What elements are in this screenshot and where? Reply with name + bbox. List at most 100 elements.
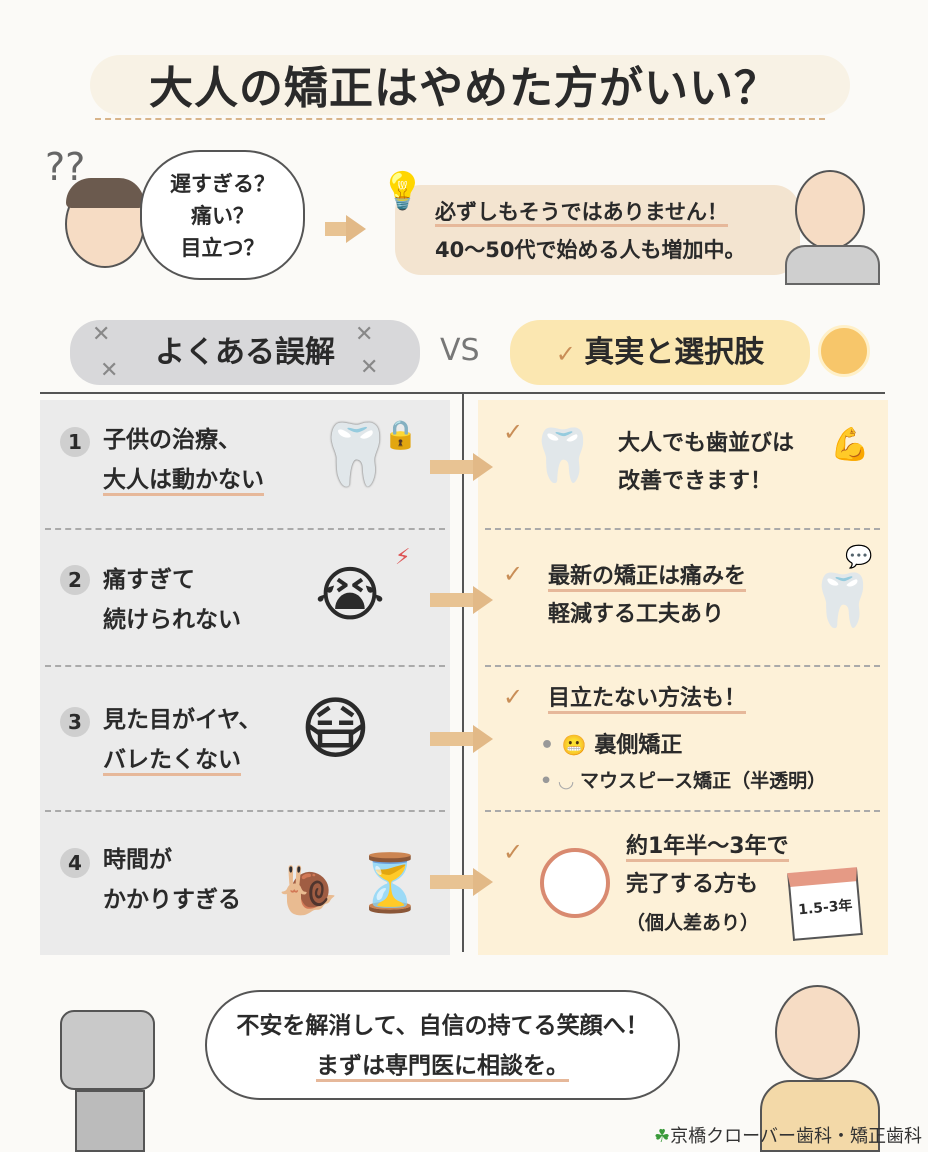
check-icon: ✓: [503, 560, 524, 588]
woman-doctor-icon: [795, 170, 865, 250]
sun-icon: [818, 325, 870, 377]
truth-line: 最新の矯正は痛みを: [548, 564, 747, 592]
truth-4: 約1年半〜3年で完了する方も（個人差あり）: [626, 828, 789, 942]
myth-line: 続けられない: [103, 607, 241, 633]
truths-header: ✓ 真実と選択肢: [510, 320, 810, 385]
row-separator: [485, 810, 880, 812]
arrow-head-icon: [473, 725, 493, 753]
row-separator: [45, 810, 445, 812]
closing-line2: まずは専門医に相談を。: [316, 1053, 569, 1082]
brand-logo: ☘京橋クローバー歯科・矯正歯科: [654, 1122, 922, 1148]
arrow-icon: [430, 593, 475, 607]
myth-1: 子供の治療、大人は動かない: [103, 420, 264, 500]
hair-icon: [66, 178, 144, 208]
check-icon: ✓: [503, 838, 524, 866]
lock-icon: 🔒: [383, 418, 418, 451]
row-number: 3: [60, 707, 90, 737]
myth-line: 痛すぎて: [103, 567, 195, 593]
arrow-head-icon: [346, 215, 366, 243]
x-icon: ✕: [92, 322, 111, 347]
lightning-icon: ⚡: [395, 545, 411, 570]
row-number: 2: [60, 565, 90, 595]
myths-panel: [40, 400, 450, 955]
crying-face-icon: 😭: [315, 560, 386, 630]
arrow-head-icon: [473, 586, 493, 614]
truth-note: （個人差あり）: [626, 912, 760, 934]
truth-line: 完了する方も: [626, 872, 759, 897]
myth-line: 時間が: [103, 847, 172, 873]
snail-icon: 🐌: [278, 863, 338, 919]
bullet-icon: •: [540, 733, 562, 758]
speech-bubble-icon: 💬: [845, 545, 873, 570]
x-icon: ✕: [360, 355, 379, 380]
option-label: 裏側矯正: [594, 733, 683, 758]
myth-4: 時間がかかりすぎる: [103, 840, 241, 920]
truth-line: 目立たない方法も！: [548, 686, 747, 714]
option-aligner: • ◡ マウスピース矯正（半透明）: [540, 762, 826, 800]
aligner-icon: ◡: [558, 770, 574, 792]
calendar-label: 1.5-3年: [797, 897, 854, 919]
myth-3: 見た目がイヤ、バレたくない: [103, 700, 261, 780]
row-number: 4: [60, 848, 90, 878]
closing-bubble: 不安を解消して、自信の持てる笑顔へ！ まずは専門医に相談を。: [205, 990, 680, 1100]
arrow-icon: [430, 875, 475, 889]
robot-body-icon: [75, 1090, 145, 1152]
sad-tooth-icon: 🦷: [318, 420, 393, 490]
worry-1: 遅すぎる？: [170, 172, 275, 196]
arrow-icon: [325, 222, 347, 236]
row-separator: [45, 665, 445, 667]
worry-2: 痛い？: [191, 204, 254, 228]
clock-icon: [540, 848, 610, 918]
page-title: 大人の矯正はやめた方がいい？: [149, 63, 779, 114]
check-icon: ✓: [555, 340, 585, 368]
worry-cloud: 遅すぎる？ 痛い？ 目立つ？: [140, 150, 305, 280]
option-label: マウスピース矯正（半透明）: [580, 770, 827, 792]
myth-line: バレたくない: [103, 747, 241, 776]
truth-2: 最新の矯正は痛みを軽減する工夫あり: [548, 558, 747, 634]
arrow-icon: [430, 732, 475, 746]
closing-line1: 不安を解消して、自信の持てる笑顔へ！: [236, 1013, 649, 1039]
truth-3: 目立たない方法も！: [548, 680, 747, 718]
arrow-icon: [430, 460, 475, 474]
x-icon: ✕: [100, 358, 119, 383]
check-icon: ✓: [503, 683, 524, 711]
answer-box: 必ずしもそうではありません！ 40〜50代で始める人も増加中。: [395, 185, 800, 275]
vs-label: VS: [440, 333, 480, 368]
title-underline: [95, 118, 825, 120]
myth-line: 子供の治療、: [103, 427, 241, 453]
smiling-person-icon: [775, 985, 860, 1080]
robot-icon: [60, 1010, 155, 1090]
truth-line: 軽減する工夫あり: [548, 602, 725, 627]
tooth-icon: 🦷: [810, 571, 875, 631]
masked-woman-icon: 😷: [300, 690, 371, 769]
shirt-icon: [760, 1080, 880, 1152]
myth-line: 見た目がイヤ、: [103, 707, 262, 733]
center-divider: [462, 392, 464, 952]
truth-line: 改善できます！: [618, 469, 773, 494]
jacket-icon: [785, 245, 880, 285]
truths-header-label: 真実と選択肢: [584, 335, 765, 370]
myth-line: かかりすぎる: [103, 887, 241, 913]
calendar-icon: 1.5-3年: [787, 867, 863, 941]
truth-line: 大人でも歯並びは: [618, 431, 795, 456]
myth-line: 大人は動かない: [103, 467, 264, 496]
row-separator: [45, 528, 445, 530]
truth-1: 大人でも歯並びは改善できます！: [618, 425, 794, 501]
lightbulb-icon: 💡: [380, 171, 425, 212]
answer-line2: 40〜50代で始める人も増加中。: [435, 238, 746, 262]
bullet-icon: •: [540, 770, 559, 792]
clover-icon: ☘: [654, 1126, 671, 1147]
option-lingual: • 😬 裏側矯正: [540, 726, 682, 765]
myth-2: 痛すぎて続けられない: [103, 560, 241, 640]
answer-line1: 必ずしもそうではありません！: [435, 200, 728, 227]
x-icon: ✕: [355, 322, 374, 347]
brand-name: 京橋クローバー歯科・矯正歯科: [670, 1126, 922, 1147]
title-highlight: [90, 55, 850, 115]
row-separator: [485, 665, 880, 667]
myths-header-label: よくある誤解: [155, 335, 335, 370]
row-number: 1: [60, 427, 90, 457]
arrow-head-icon: [473, 453, 493, 481]
worry-3: 目立つ？: [180, 236, 265, 260]
happy-tooth-icon: 🦷: [530, 426, 595, 486]
check-icon: ✓: [503, 418, 524, 446]
